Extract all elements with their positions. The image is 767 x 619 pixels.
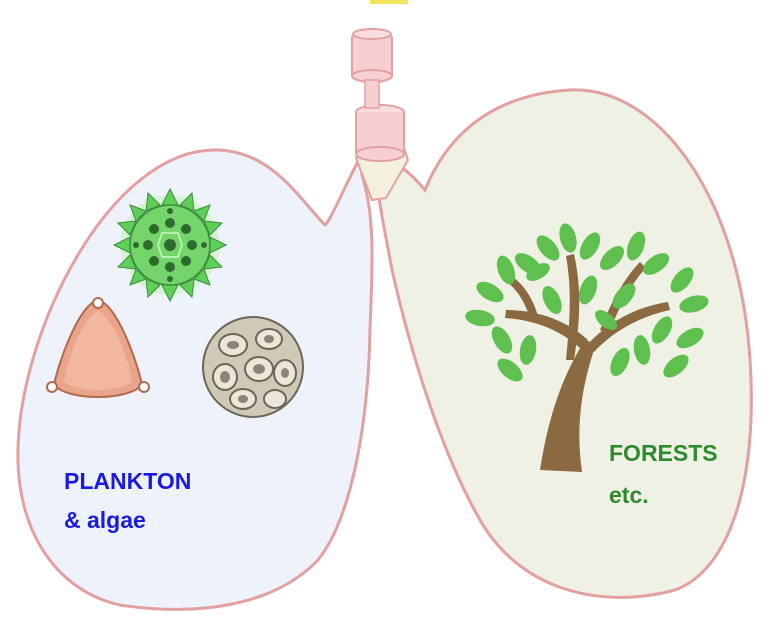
etc-label: etc. [609, 480, 649, 510]
pollen-green-icon [114, 189, 226, 301]
forests-label: FORESTS [609, 438, 718, 468]
plankton-label: PLANKTON [64, 466, 191, 496]
trachea-icon [352, 0, 408, 161]
pollen-gray-icon [203, 317, 303, 417]
algae-label: & algae [64, 505, 146, 535]
